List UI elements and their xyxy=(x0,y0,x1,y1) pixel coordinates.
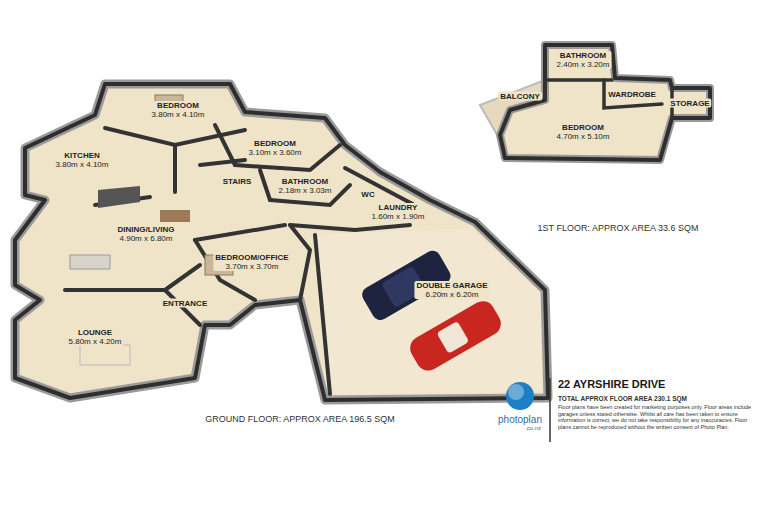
room-label: BEDROOM4.70m x 5.10m xyxy=(555,123,612,141)
room-dimensions: 4.70m x 5.10m xyxy=(557,132,610,141)
room-dimensions: 1.60m x 1.90m xyxy=(372,212,425,221)
room-dimensions: 5.80m x 4.20m xyxy=(69,337,122,346)
room-dimensions: 2.18m x 3.03m xyxy=(279,186,332,195)
room-dimensions: 3.70m x 3.70m xyxy=(215,262,288,271)
room-name: LOUNGE xyxy=(69,328,122,337)
room-dimensions: 3.80m x 4.10m xyxy=(56,160,109,169)
room-name: ENTRANCE xyxy=(163,299,207,308)
room-label: ENTRANCE xyxy=(161,299,209,308)
floor-area-note: 1ST FLOOR: APPROX AREA 33.6 SQM xyxy=(538,223,699,233)
room-label: DINING/LIVING4.90m x 6.80m xyxy=(116,225,177,243)
room-dimensions: 6.20m x 6.20m xyxy=(416,290,487,299)
logo-text: photoplan xyxy=(498,414,542,425)
room-name: WARDROBE xyxy=(608,90,656,99)
room-label: LAUNDRY1.60m x 1.90m xyxy=(370,203,427,221)
room-label: BEDROOM/OFFICE3.70m x 3.70m xyxy=(213,253,290,271)
room-label: BALCONY xyxy=(498,92,542,101)
room-name: BEDROOM/OFFICE xyxy=(215,253,288,262)
room-label: STAIRS xyxy=(221,177,254,186)
room-dimensions: 3.10m x 3.60m xyxy=(249,148,302,157)
room-name: BEDROOM xyxy=(152,101,205,110)
room-name: STAIRS xyxy=(223,177,252,186)
room-name: BEDROOM xyxy=(249,139,302,148)
room-name: DOUBLE GARAGE xyxy=(416,281,487,290)
floor-area-note: GROUND FLOOR: APPROX AREA 196.5 SQM xyxy=(205,414,395,424)
room-name: LAUNDRY xyxy=(372,203,425,212)
room-label: DOUBLE GARAGE6.20m x 6.20m xyxy=(414,281,489,299)
room-name: WC xyxy=(361,190,374,199)
property-address: 22 AYRSHIRE DRIVE xyxy=(558,378,665,390)
room-label: LOUNGE5.80m x 4.20m xyxy=(67,328,124,346)
disclaimer-text: Floor plans have been created for market… xyxy=(558,404,758,430)
room-label: BEDROOM3.80m x 4.10m xyxy=(150,101,207,119)
room-label: BATHROOM2.40m x 3.20m xyxy=(555,51,612,69)
total-area-note: TOTAL APPROX FLOOR AREA 230.1 SQM xyxy=(558,395,687,403)
room-label: WARDROBE xyxy=(606,90,658,99)
logo-domain: .co.nz xyxy=(525,425,541,432)
room-dimensions: 3.80m x 4.10m xyxy=(152,110,205,119)
room-name: STORAGE xyxy=(670,99,709,108)
room-label: BEDROOM3.10m x 3.60m xyxy=(247,139,304,157)
room-name: BEDROOM xyxy=(557,123,610,132)
room-name: BATHROOM xyxy=(557,51,610,60)
room-label: STORAGE xyxy=(668,99,711,108)
room-name: BALCONY xyxy=(500,92,540,101)
room-name: DINING/LIVING xyxy=(118,225,175,234)
room-name: BATHROOM xyxy=(279,177,332,186)
room-dimensions: 4.90m x 6.80m xyxy=(118,234,175,243)
room-name: KITCHEN xyxy=(56,151,109,160)
room-label: WC xyxy=(359,190,376,199)
room-label: KITCHEN3.80m x 4.10m xyxy=(54,151,111,169)
room-dimensions: 2.40m x 3.20m xyxy=(557,60,610,69)
room-label: BATHROOM2.18m x 3.03m xyxy=(277,177,334,195)
